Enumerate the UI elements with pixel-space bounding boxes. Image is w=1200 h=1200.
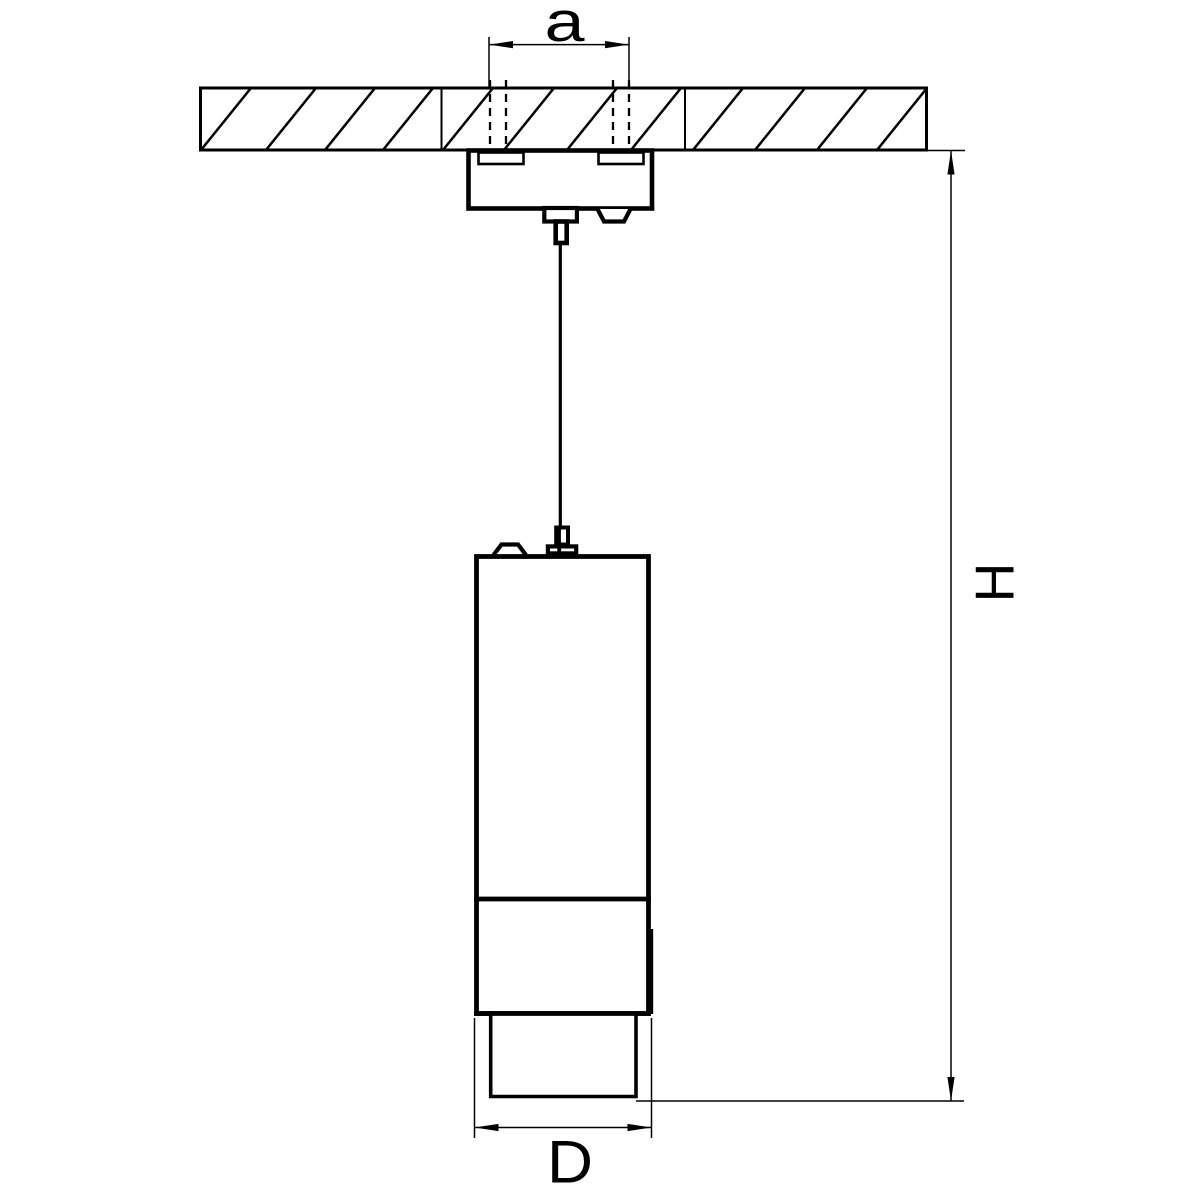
svg-text:D: D [547, 1129, 593, 1196]
svg-text:H: H [964, 563, 1026, 603]
svg-text:a: a [545, 0, 585, 54]
